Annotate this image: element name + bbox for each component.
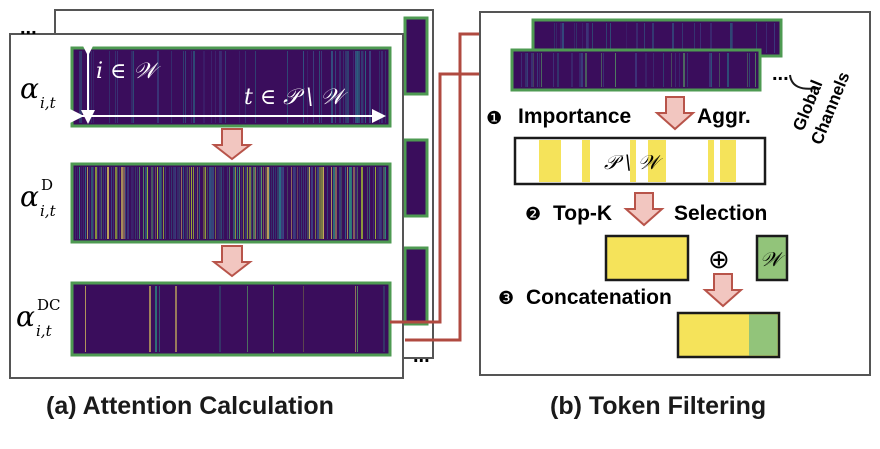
concatenated-w-part xyxy=(749,314,778,356)
step1-marker: ❶ xyxy=(486,108,502,129)
row-label-sparse: α DC i,t xyxy=(16,296,61,340)
down-arrow-step1 xyxy=(654,96,696,131)
step1-right-label: Aggr. xyxy=(697,105,751,128)
row-label-dense: α D i,t xyxy=(20,176,57,220)
axis-i-label: i ∈ 𝒲 xyxy=(96,59,161,84)
importance-bar-highlights xyxy=(539,140,736,182)
step2-right-label: Selection xyxy=(674,202,767,225)
panel-a-caption: (a) Attention Calculation xyxy=(46,392,334,420)
alpha-sparse-base: α xyxy=(16,300,35,333)
connector-to-channel-1 xyxy=(390,63,503,324)
alpha-sparse-sub: i,t xyxy=(36,322,53,340)
step2-left-label: Top-K xyxy=(553,202,612,225)
axis-t-label: t ∈ 𝒫 \ 𝒲 xyxy=(244,85,348,110)
step3-label: Concatenation xyxy=(526,286,672,309)
channel-front-stripes xyxy=(521,53,756,87)
matrix-dense-stripes xyxy=(75,167,386,239)
bar-label: 𝒫 \ 𝒲 xyxy=(604,150,664,174)
channel-back-stripes xyxy=(554,23,775,53)
alpha-dense-sup: D xyxy=(41,176,53,194)
alpha-dense-sub: i,t xyxy=(40,202,57,220)
down-arrow-2 xyxy=(211,245,253,278)
row-label-raw: α i,t xyxy=(20,72,57,112)
matrix-sparse-stripes xyxy=(85,286,385,352)
stack-ellipsis-bottom: ... xyxy=(413,345,430,367)
channel-ellipsis: ... xyxy=(772,63,789,85)
down-arrow-1 xyxy=(211,128,253,161)
topk-selected-block xyxy=(604,234,690,282)
oplus-symbol: ⊕ xyxy=(708,245,730,275)
step3-marker: ❸ xyxy=(498,288,514,309)
step1-left-label: Importance xyxy=(518,105,631,128)
alpha-raw-base: α xyxy=(20,72,39,105)
channel-brace xyxy=(789,74,819,90)
alpha-dense-base: α xyxy=(20,180,39,213)
alpha-raw-sub: i,t xyxy=(40,94,57,112)
panel-b-caption: (b) Token Filtering xyxy=(550,392,767,420)
matrix-sparse-attention xyxy=(70,281,392,357)
down-arrow-step2 xyxy=(623,192,665,227)
stack-ellipsis-top: ... xyxy=(20,17,37,39)
step2-marker: ❷ xyxy=(525,204,541,225)
back-frame-matrices xyxy=(403,16,429,326)
window-w-block xyxy=(755,234,789,282)
alpha-sparse-sup: DC xyxy=(37,296,61,314)
down-arrow-step3 xyxy=(702,273,744,308)
